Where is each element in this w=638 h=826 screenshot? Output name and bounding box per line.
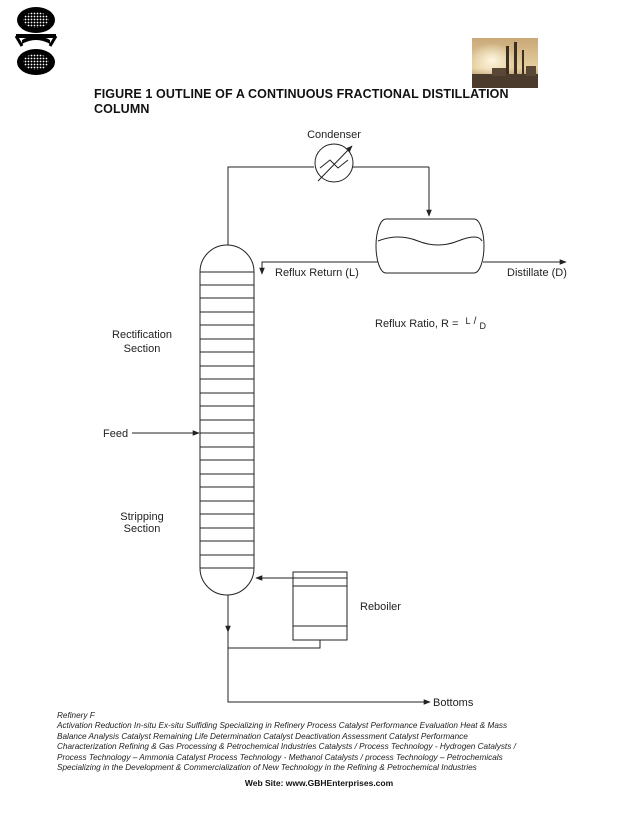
stripping-label-line1: Stripping bbox=[120, 511, 163, 523]
figure-title-line1: FIGURE 1 OUTLINE OF A CONTINUOUS FRACTIO… bbox=[94, 87, 509, 101]
rectification-label-line2: Section bbox=[124, 343, 161, 355]
refinery-photo-icon bbox=[472, 38, 538, 88]
reflux-drum bbox=[375, 218, 485, 274]
refinery-photo bbox=[472, 38, 538, 88]
reflux-ratio-label: Reflux Ratio, R = L / D bbox=[375, 315, 486, 331]
reflux-return-line bbox=[259, 261, 378, 275]
reflux-return-label: Reflux Return (L) bbox=[275, 267, 359, 279]
stripping-label-line2: Section bbox=[124, 523, 161, 535]
footer-line: Specializing in the Development & Commer… bbox=[57, 763, 477, 773]
feed-label: Feed bbox=[103, 428, 128, 440]
reboiler-feed-line bbox=[228, 640, 321, 649]
footer-line: Refinery F bbox=[57, 711, 95, 720]
company-emblem-icon bbox=[14, 7, 58, 75]
reflux-ratio-slash: / bbox=[474, 316, 477, 327]
bottoms-line bbox=[227, 632, 431, 705]
footer-line: Balance Analysis Catalyst Remaining Life… bbox=[57, 731, 468, 741]
reflux-ratio-den: D bbox=[479, 321, 486, 331]
footer-line: Characterization Refining & Gas Processi… bbox=[57, 742, 516, 752]
condenser-label: Condenser bbox=[307, 129, 361, 141]
footer-line: Process Technology – Ammonia Catalyst Pr… bbox=[57, 752, 503, 762]
bottoms-label: Bottoms bbox=[433, 697, 474, 709]
footer-line: Activation Reduction In-situ Ex-situ Sul… bbox=[57, 721, 508, 731]
figure-title-line2: COLUMN bbox=[94, 102, 150, 116]
column-trays bbox=[200, 271, 254, 569]
figure-title: FIGURE 1 OUTLINE OF A CONTINUOUS FRACTIO… bbox=[94, 87, 534, 117]
reflux-ratio-prefix: Reflux Ratio, R = bbox=[375, 318, 458, 330]
rectification-label-line1: Rectification bbox=[112, 329, 172, 341]
condenser-icon bbox=[314, 143, 354, 183]
reboiler-icon bbox=[292, 571, 348, 641]
reflux-ratio-num: L bbox=[466, 316, 471, 326]
footer-text: Refinery F Activation Reduction In-situ … bbox=[57, 711, 557, 773]
overhead-vapor-line bbox=[227, 166, 314, 245]
reboiler-label: Reboiler bbox=[360, 601, 401, 613]
distillate-label: Distillate (D) bbox=[507, 267, 567, 279]
website-link[interactable]: Web Site: www.GBHEnterprises.com bbox=[244, 778, 394, 788]
company-logo bbox=[12, 6, 60, 76]
